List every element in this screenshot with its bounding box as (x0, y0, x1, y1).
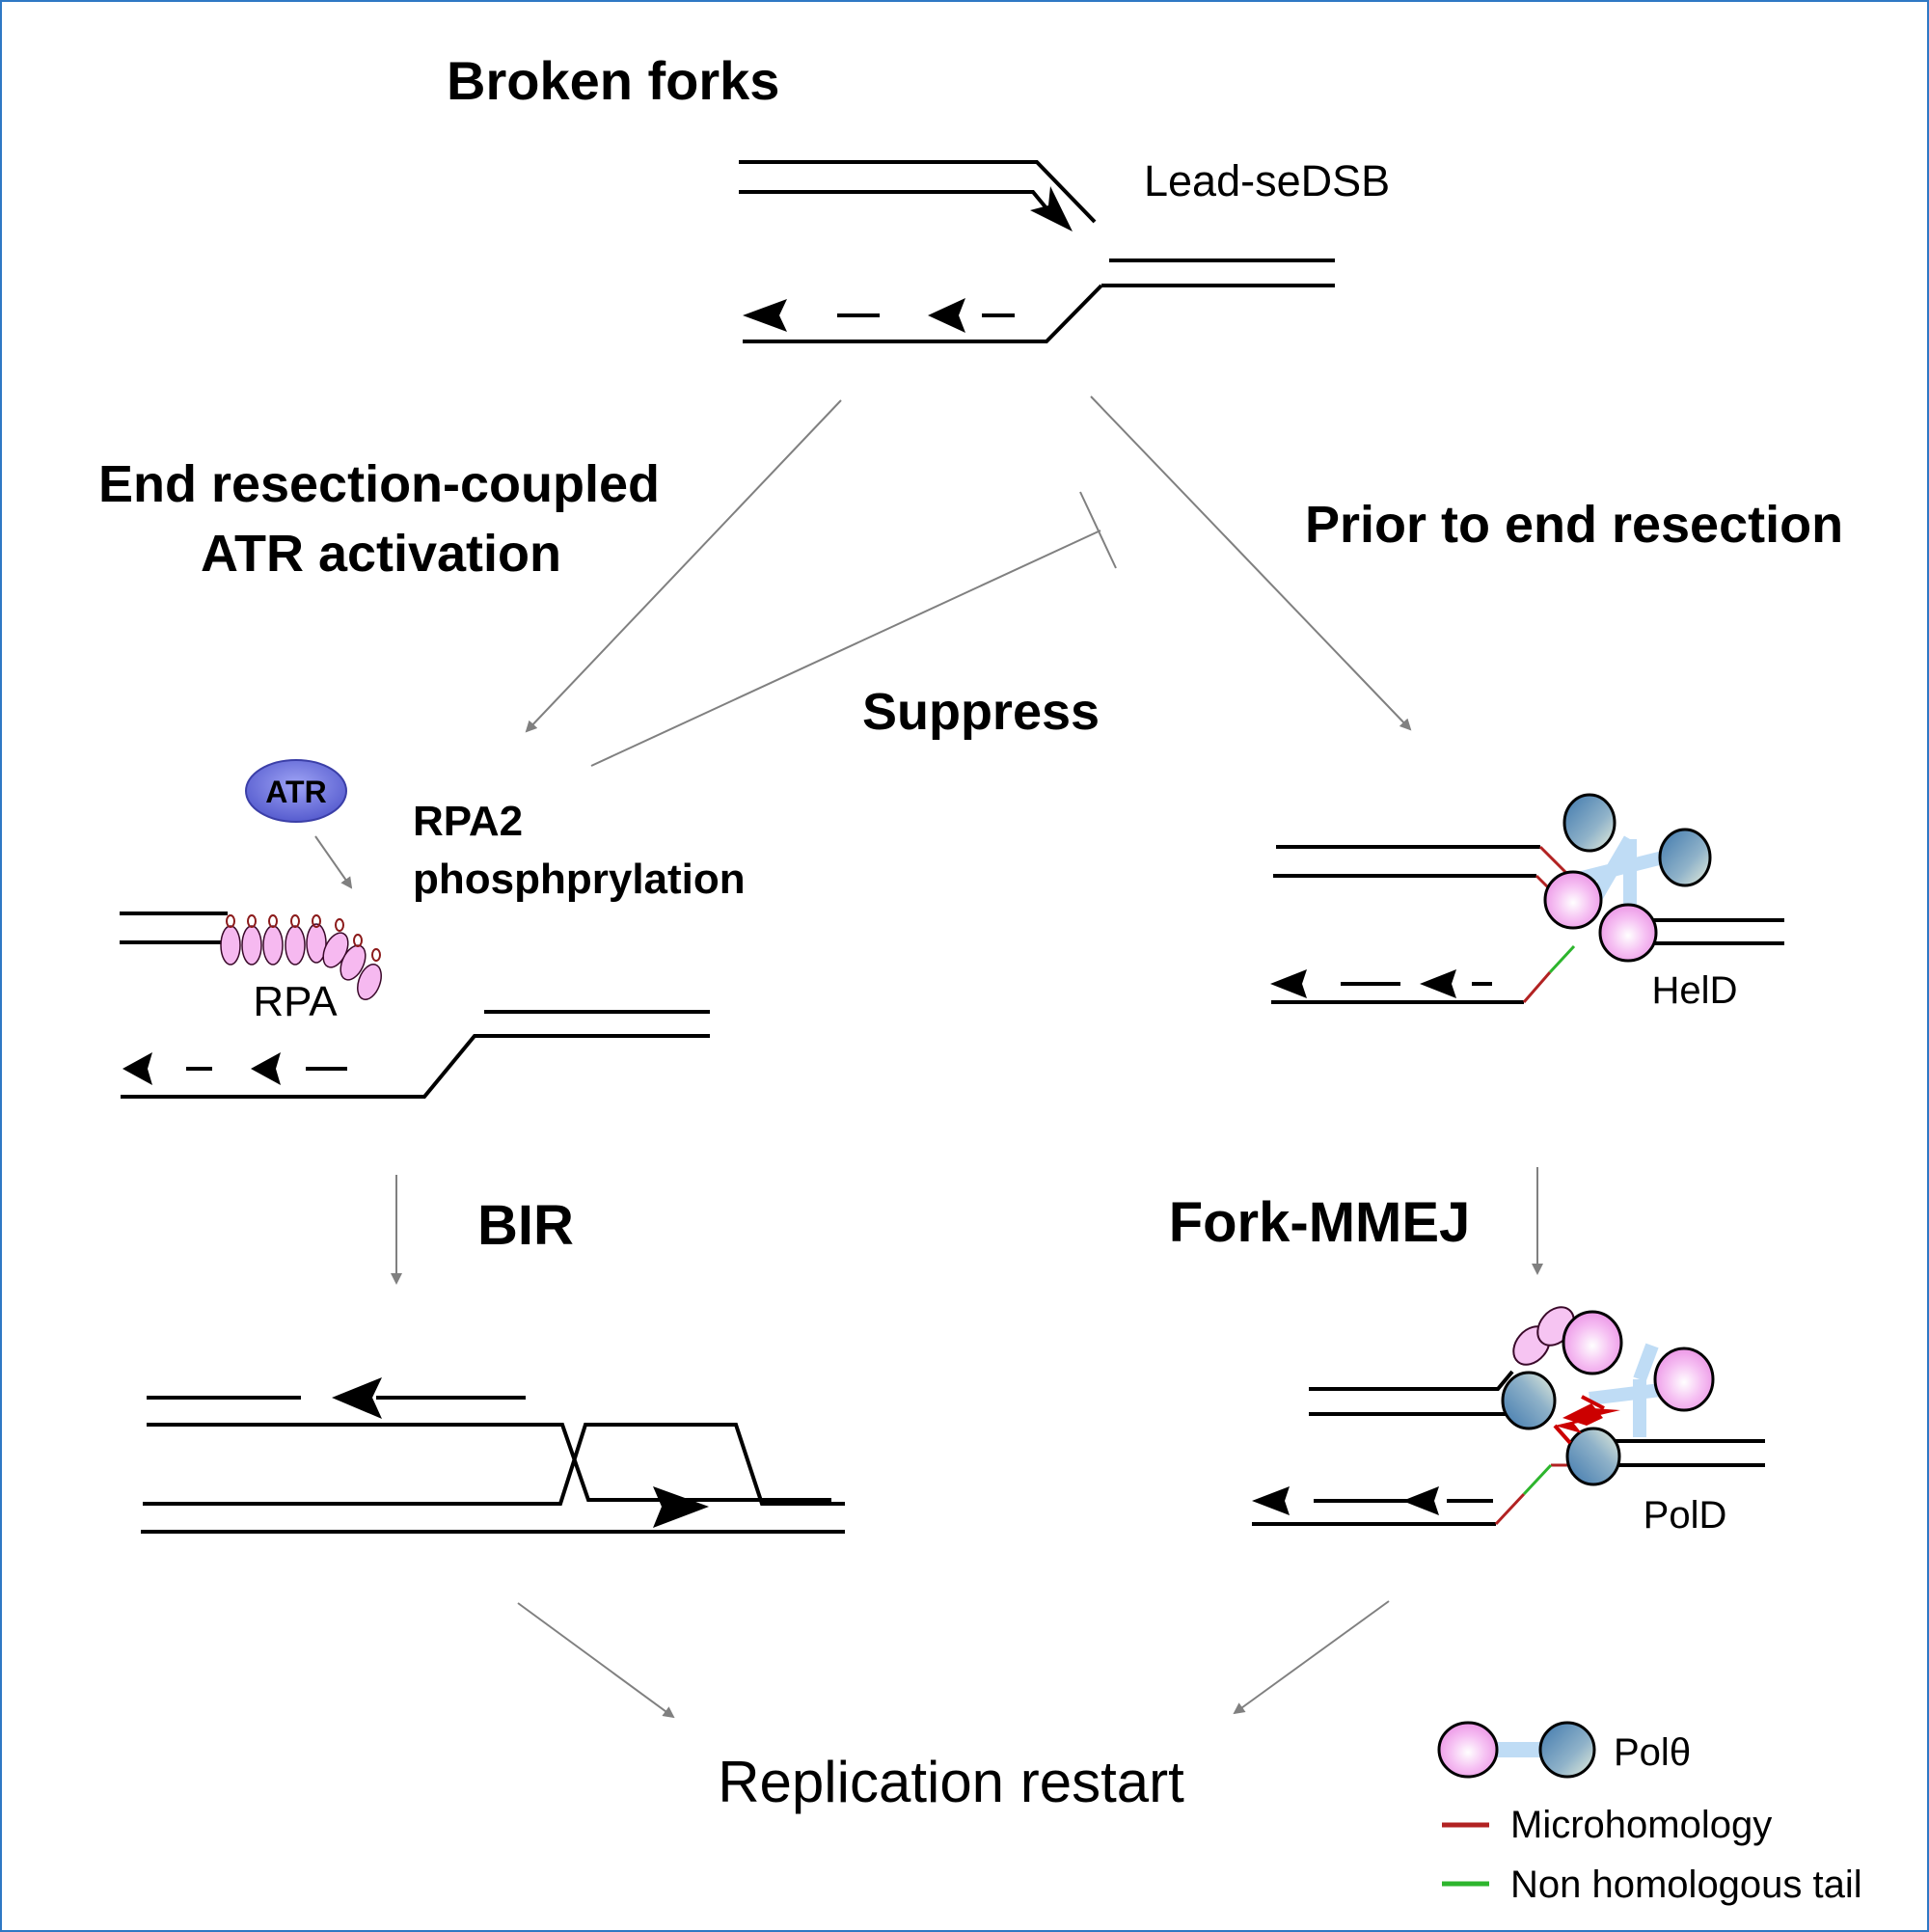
held-fork-diagram (1270, 845, 1784, 1004)
phosphorylation-label: phosphprylation (413, 856, 746, 903)
left-branch-label-line1: End resection-coupled (98, 455, 660, 513)
lead-sedsb-label: Lead-seDSB (1144, 156, 1390, 205)
suppress-inhibition-line (590, 530, 1101, 767)
atr-label: ATR (265, 775, 326, 809)
rpa2-label: RPA2 (413, 798, 523, 845)
mmej-diagram (1252, 1313, 1765, 1526)
held-label: HelD (1652, 969, 1738, 1012)
rpa-filament (220, 914, 382, 1000)
atr-protein: ATR (245, 759, 347, 823)
pold-label: PolD (1644, 1494, 1727, 1537)
rpa-label: RPA (253, 978, 338, 1025)
arrow-to-mmej-setup (1090, 395, 1412, 731)
arrow-atr-to-rpa (314, 835, 353, 889)
right-branch-label: Prior to end resection (1305, 496, 1843, 554)
arrow-mmej-to-restart (1233, 1600, 1390, 1715)
suppress-label: Suppress (862, 683, 1100, 741)
legend-label-poltheta: Polθ (1614, 1731, 1691, 1774)
legend: Polθ Microhomology Non homologous tail (1437, 1721, 1862, 1906)
arrow-bir-to-restart (517, 1602, 675, 1719)
poltheta-dimer-held (1543, 793, 1712, 963)
pathway-arrows (314, 395, 1543, 1719)
suppress-inhibition-bar (1079, 491, 1117, 569)
legend-item-poltheta: Polθ (1437, 1721, 1691, 1779)
bir-label: BIR (477, 1194, 574, 1257)
legend-label-microhomology: Microhomology (1510, 1804, 1772, 1846)
resected-fork-diagram (120, 912, 710, 1099)
left-branch-label-line2: ATR activation (201, 525, 561, 583)
arrow-to-resection (525, 399, 842, 733)
title-broken-forks: Broken forks (447, 50, 779, 111)
legend-item-non-homologous-tail: Non homologous tail (1442, 1864, 1862, 1906)
top-fork-diagram (739, 160, 1335, 343)
replication-restart-label: Replication restart (718, 1750, 1184, 1814)
poltheta-dimer-pold (1501, 1306, 1715, 1486)
bir-diagram (141, 1377, 845, 1534)
legend-item-microhomology: Microhomology (1442, 1804, 1772, 1846)
legend-label-non-homologous-tail: Non homologous tail (1510, 1864, 1862, 1906)
fork-mmej-label: Fork-MMEJ (1169, 1191, 1471, 1254)
